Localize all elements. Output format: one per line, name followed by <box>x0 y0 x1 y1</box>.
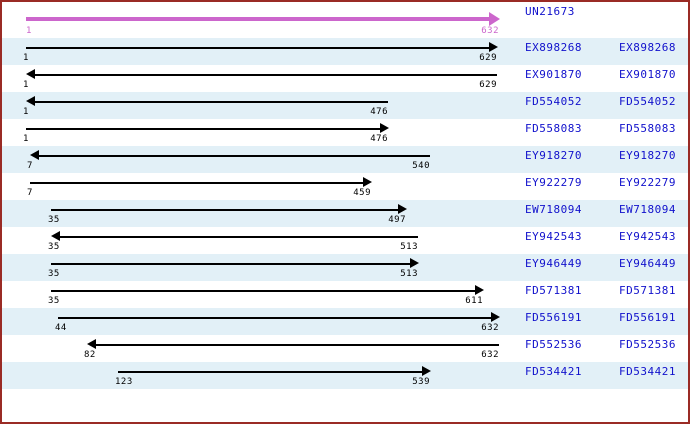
hit-end-coord: 513 <box>400 269 418 279</box>
query-start-coord: 1 <box>26 26 32 36</box>
alignment-bar <box>118 371 422 373</box>
alignment-bar <box>51 209 398 211</box>
accession-link-secondary[interactable]: EY918270 <box>619 149 676 162</box>
table-row: 35 513 EY942543 EY942543 <box>2 227 688 254</box>
arrowhead-right-icon <box>380 123 389 133</box>
accession-link-primary[interactable]: FD534421 <box>525 365 582 378</box>
accession-link-primary[interactable]: EY946449 <box>525 257 582 270</box>
accession-link-secondary[interactable]: FD534421 <box>619 365 676 378</box>
accession-link-primary[interactable]: FD556191 <box>525 311 582 324</box>
hit-start-coord: 7 <box>27 161 33 171</box>
hit-start-coord: 1 <box>23 107 29 117</box>
hit-end-coord: 540 <box>412 161 430 171</box>
hit-start-coord: 35 <box>48 296 60 306</box>
arrowhead-right-icon <box>410 258 419 268</box>
query-arrowhead-icon <box>489 12 500 26</box>
arrowhead-left-icon <box>51 231 60 241</box>
alignment-bar <box>30 182 363 184</box>
alignment-bar <box>34 101 388 103</box>
arrowhead-right-icon <box>398 204 407 214</box>
table-row: 7 540 EY918270 EY918270 <box>2 146 688 173</box>
hit-end-coord: 539 <box>412 377 430 387</box>
query-label: UN21673 <box>525 5 575 18</box>
table-row: 35 611 FD571381 FD571381 <box>2 281 688 308</box>
hit-end-coord: 476 <box>370 134 388 144</box>
table-row: 44 632 FD556191 FD556191 <box>2 308 688 335</box>
hit-end-coord: 632 <box>481 323 499 333</box>
hit-start-coord: 123 <box>115 377 133 387</box>
arrowhead-left-icon <box>30 150 39 160</box>
hit-start-coord: 35 <box>48 269 60 279</box>
accession-link-secondary[interactable]: EY942543 <box>619 230 676 243</box>
hit-end-coord: 632 <box>481 350 499 360</box>
query-bar <box>26 17 489 21</box>
accession-link-secondary[interactable]: FD558083 <box>619 122 676 135</box>
alignment-bar <box>51 263 410 265</box>
table-row: 123 539 FD534421 FD534421 <box>2 362 688 389</box>
table-row: 35 497 EW718094 EW718094 <box>2 200 688 227</box>
accession-link-primary[interactable]: EY918270 <box>525 149 582 162</box>
accession-link-primary[interactable]: EY922279 <box>525 176 582 189</box>
accession-link-secondary[interactable]: FD552536 <box>619 338 676 351</box>
accession-link-secondary[interactable]: EY946449 <box>619 257 676 270</box>
table-row: 1 629 EX898268 EX898268 <box>2 38 688 65</box>
accession-link-primary[interactable]: FD558083 <box>525 122 582 135</box>
table-row: 82 632 FD552536 FD552536 <box>2 335 688 362</box>
accession-link-secondary[interactable]: EW718094 <box>619 203 676 216</box>
accession-link-primary[interactable]: EY942543 <box>525 230 582 243</box>
arrowhead-left-icon <box>87 339 96 349</box>
hit-start-coord: 1 <box>23 80 29 90</box>
hit-end-coord: 513 <box>400 242 418 252</box>
accession-link-secondary[interactable]: FD556191 <box>619 311 676 324</box>
hit-start-coord: 44 <box>55 323 67 333</box>
accession-link-secondary[interactable]: FD571381 <box>619 284 676 297</box>
arrowhead-left-icon <box>26 96 35 106</box>
arrowhead-right-icon <box>363 177 372 187</box>
hit-end-coord: 629 <box>479 80 497 90</box>
accession-link-secondary[interactable]: EX898268 <box>619 41 676 54</box>
table-row: 7 459 EY922279 EY922279 <box>2 173 688 200</box>
alignment-bar <box>58 317 491 319</box>
hit-end-coord: 611 <box>465 296 483 306</box>
accession-link-primary[interactable]: EW718094 <box>525 203 582 216</box>
table-row: 1 476 FD554052 FD554052 <box>2 92 688 119</box>
hit-start-coord: 35 <box>48 242 60 252</box>
query-end-coord: 632 <box>481 26 499 36</box>
accession-link-secondary[interactable]: EX901870 <box>619 68 676 81</box>
alignment-bar <box>51 290 475 292</box>
hit-end-coord: 497 <box>388 215 406 225</box>
alignment-bar <box>95 344 499 346</box>
accession-link-primary[interactable]: EX901870 <box>525 68 582 81</box>
accession-link-primary[interactable]: FD571381 <box>525 284 582 297</box>
accession-link-primary[interactable]: FD554052 <box>525 95 582 108</box>
alignment-bar <box>59 236 418 238</box>
table-row: 1 629 EX901870 EX901870 <box>2 65 688 92</box>
query-track: 1 632 UN21673 <box>2 2 688 38</box>
arrowhead-right-icon <box>475 285 484 295</box>
arrowhead-right-icon <box>491 312 500 322</box>
alignment-bar <box>26 47 489 49</box>
accession-link-secondary[interactable]: EY922279 <box>619 176 676 189</box>
hit-end-coord: 629 <box>479 53 497 63</box>
hit-start-coord: 1 <box>23 134 29 144</box>
arrowhead-right-icon <box>489 42 498 52</box>
alignment-bar <box>38 155 430 157</box>
table-row: 1 476 FD558083 FD558083 <box>2 119 688 146</box>
arrowhead-right-icon <box>422 366 431 376</box>
hit-start-coord: 82 <box>84 350 96 360</box>
hit-end-coord: 459 <box>353 188 371 198</box>
hit-end-coord: 476 <box>370 107 388 117</box>
arrowhead-left-icon <box>26 69 35 79</box>
alignment-bar <box>34 74 497 76</box>
hit-start-coord: 35 <box>48 215 60 225</box>
table-row: 35 513 EY946449 EY946449 <box>2 254 688 281</box>
alignment-bar <box>26 128 380 130</box>
accession-link-primary[interactable]: EX898268 <box>525 41 582 54</box>
hit-start-coord: 7 <box>27 188 33 198</box>
accession-link-primary[interactable]: FD552536 <box>525 338 582 351</box>
hit-start-coord: 1 <box>23 53 29 63</box>
accession-link-secondary[interactable]: FD554052 <box>619 95 676 108</box>
